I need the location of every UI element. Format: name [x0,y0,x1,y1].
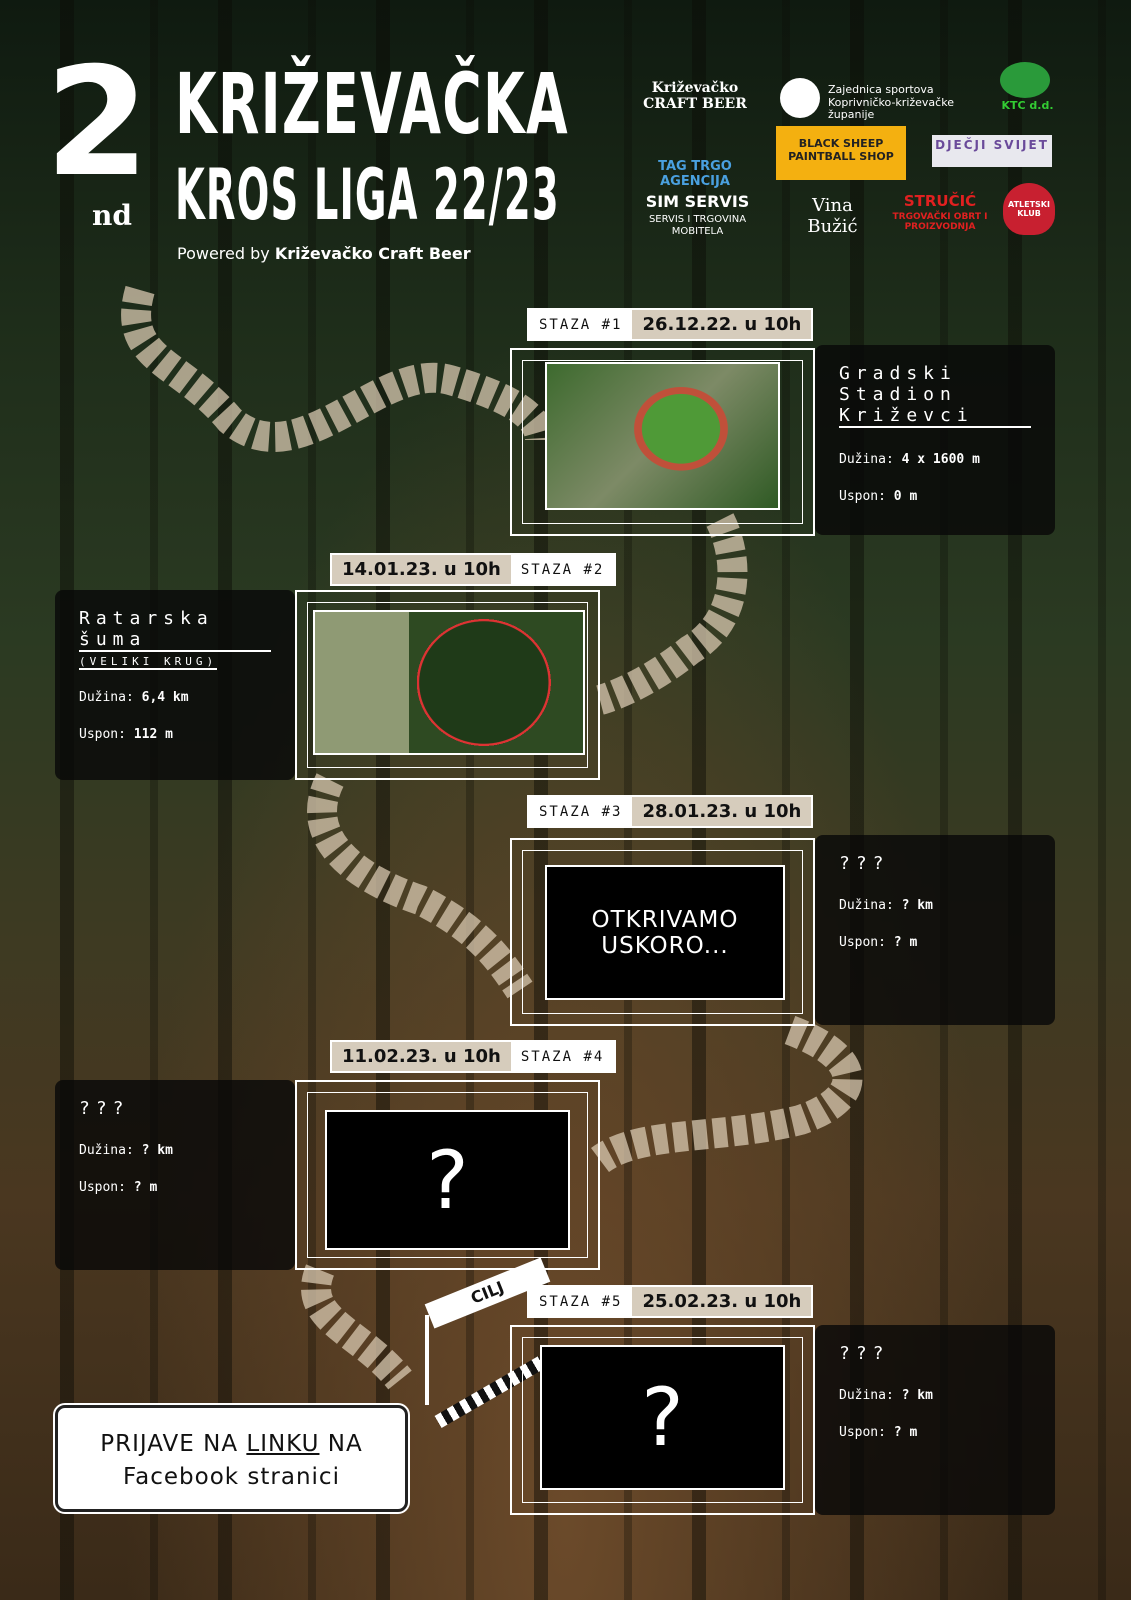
stage-1-info: Gradski Stadion Križevci Dužina: 4 x 160… [815,345,1055,535]
stage-1-label: STAZA #1 [529,310,633,339]
stage-3-name: ??? [839,853,890,874]
stage-2-label: STAZA #2 [510,555,615,584]
sponsor-zajednica-logo [780,78,820,118]
length-label: Dužina: [839,1388,894,1403]
stage-5-name: ??? [839,1343,890,1364]
climb-label: Uspon: [79,727,126,742]
length-label: Dužina: [79,690,134,705]
stage-2-date: 14.01.23. u 10h [342,559,501,580]
stage-5-placeholder: ? [540,1345,785,1490]
stage-4-info: ??? Dužina: ? km Uspon: ? m [55,1080,295,1270]
stage-5-info: ??? Dužina: ? km Uspon: ? m [815,1325,1055,1515]
climb-label: Uspon: [839,489,886,504]
sponsor-djecji-svijet: DJEČJI SVIJET [932,135,1052,167]
sponsor-ktc: KTC d.d. [1001,99,1054,112]
registration-facebook: Facebook stranici [123,1464,340,1491]
sponsor-strucic-sub: TRGOVAČKI OBRT I PROIZVODNJA [892,212,988,233]
stage-2-sub: (VELIKI KRUG) [79,655,218,670]
stage-4-label: STAZA #4 [510,1042,615,1071]
powered-prefix: Powered by [177,244,270,263]
registration-box: PRIJAVE NA LINKU NA Facebook stranici [53,1403,410,1514]
stage-3-label: STAZA #3 [529,797,633,826]
stage-3-frame [510,838,815,1026]
stage-2-info: Ratarska šuma (VELIKI KRUG) Dužina: 6,4 … [55,590,295,780]
sponsor-vina-buzic: Vina Bužić [807,195,858,237]
stage-1-tag: STAZA #1 26.12.22. u 10h [527,308,814,341]
climb-label: Uspon: [79,1180,126,1195]
stage-2-name: Ratarska šuma [79,608,271,652]
stage-1-length: 4 x 1600 m [901,452,980,467]
stage-4-name: ??? [79,1098,130,1119]
length-label: Dužina: [839,898,894,913]
stage-4-date: 11.02.23. u 10h [342,1046,501,1067]
registration-text-end: NA [319,1431,363,1457]
edition-suffix: nd [92,199,132,232]
registration-text: PRIJAVE NA [100,1431,247,1457]
stage-3-date: 28.01.23. u 10h [642,801,802,822]
stage-3-info: ??? Dužina: ? km Uspon: ? m [815,835,1055,1025]
sponsor-sim-servis: SIM SERVIS [645,192,750,211]
finish-post [425,1315,429,1405]
stage-1-climb: 0 m [893,489,918,504]
stage-3-placeholder: OTKRIVAMO USKORO... [545,865,785,1000]
powered-brand: Križevačko Craft Beer [274,244,471,263]
sponsor-zajednica: Zajednica sportova Koprivničko-križevačk… [828,83,954,122]
stage-5-date: 25.02.23. u 10h [642,1291,802,1312]
sponsor-ktc-logo [1000,62,1050,98]
stage-2-frame [295,590,600,780]
stage-4-tag: 11.02.23. u 10h STAZA #4 [330,1040,617,1073]
title-line-1: KRIŽEVAČKA [175,55,569,153]
stage-3-tag: STAZA #3 28.01.23. u 10h [527,795,814,828]
stage-2-map [313,610,585,755]
edition-number: 2 [45,36,149,210]
stage-3-climb: ? m [893,935,918,950]
length-label: Dužina: [839,452,894,467]
climb-label: Uspon: [839,1425,886,1440]
powered-by: Powered by Križevačko Craft Beer [177,244,471,263]
stage-4-climb: ? m [133,1180,158,1195]
stage-1-map [545,362,780,510]
stage-1-name: Gradski Stadion Križevci [839,363,1031,428]
sponsor-sim-servis-sub: SERVIS I TRGOVINA MOBITELA [648,214,747,237]
stage-1-frame [510,348,815,536]
stage-5-length: ? km [901,1388,933,1403]
stage-2-tag: 14.01.23. u 10h STAZA #2 [330,553,617,586]
stage-2-climb: 112 m [133,727,173,742]
stage-2-length: 6,4 km [141,690,189,705]
stage-1-date: 26.12.22. u 10h [642,314,802,335]
stage-5-frame [510,1325,815,1515]
climb-label: Uspon: [839,935,886,950]
stage-5-tag: STAZA #5 25.02.23. u 10h [527,1285,814,1318]
stage-4-placeholder: ? [325,1110,570,1250]
stage-4-length: ? km [141,1143,173,1158]
stage-5-label: STAZA #5 [529,1287,633,1316]
length-label: Dužina: [79,1143,134,1158]
sponsor-atletski-klub: ATLETSKI KLUB [1003,183,1055,235]
title-line-2: KROS LIGA 22/23 [175,154,560,236]
sponsor-strucic: STRUČIĆ [903,192,977,210]
stage-5-climb: ? m [893,1425,918,1440]
stage-4-frame [295,1080,600,1270]
sponsor-black-sheep: BLACK SHEEP PAINTBALL SHOP [776,126,906,180]
sponsor-tag: TAG TRGO AGENCIJA [658,159,732,189]
registration-link[interactable]: LINKU [246,1431,320,1457]
stage-3-length: ? km [901,898,933,913]
sponsor-craft-beer: Križevačko CRAFT BEER [643,80,747,112]
